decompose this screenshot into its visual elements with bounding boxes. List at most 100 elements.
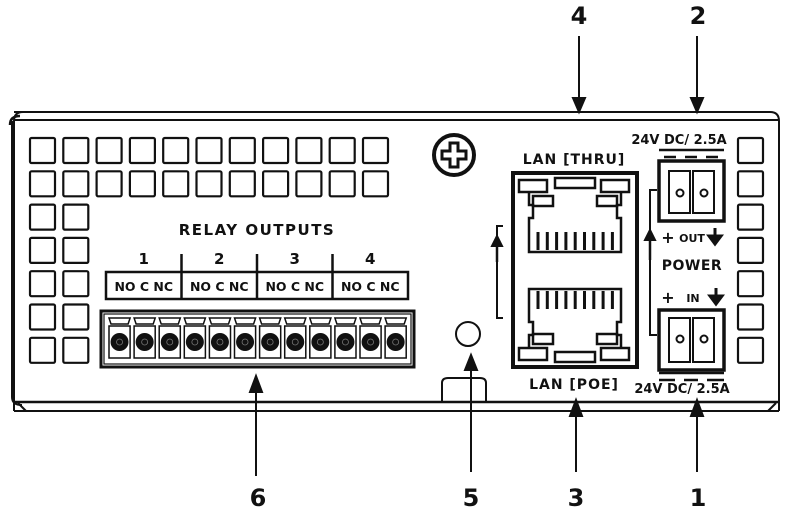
vent-slot <box>262 170 290 198</box>
power-title: POWER <box>662 258 722 274</box>
vent-slot <box>736 303 765 331</box>
power-out-rating: 24V DC/ 2.5A <box>631 133 726 148</box>
vent-slot <box>195 136 223 165</box>
vent-slot <box>128 170 156 198</box>
power-out-dc-symbol <box>659 148 724 159</box>
callout-5: 5 <box>463 484 480 512</box>
callout-2-arrow-icon <box>689 97 705 115</box>
terminal-screw-icon <box>386 333 405 351</box>
relay-channel-number: 2 <box>214 250 224 268</box>
relay-pin-label: NO C NC <box>265 279 324 294</box>
terminal-screw-icon <box>261 333 280 351</box>
terminal-screw-icon <box>110 333 129 351</box>
lan-thru-label: LAN [THRU] <box>523 152 626 168</box>
relay-terminal[interactable] <box>133 317 157 359</box>
relay-channel-number: 1 <box>139 250 149 268</box>
vent-slot <box>328 136 356 165</box>
relay-pin-label: NO C NC <box>114 279 173 294</box>
relay-terminal[interactable] <box>183 317 207 359</box>
relay-terminal[interactable] <box>158 317 182 359</box>
lan-thru-port[interactable] <box>517 176 631 254</box>
terminal-screw-icon <box>236 333 255 351</box>
phillips-screw-icon <box>432 133 476 177</box>
callout-lines <box>248 36 705 476</box>
vent-slot <box>28 236 57 264</box>
vent-slot <box>62 136 90 165</box>
vent-slot <box>62 203 90 231</box>
vent-slot <box>28 336 57 364</box>
vent-slot <box>28 136 57 165</box>
relay-channel-dividers <box>180 254 334 299</box>
vent-slot <box>162 136 190 165</box>
relay-terminal[interactable] <box>107 317 132 359</box>
power-in-label: IN <box>686 292 699 305</box>
vent-slot <box>95 136 123 165</box>
vent-slot <box>262 136 290 165</box>
relay-channel-number: 4 <box>365 250 375 268</box>
vent-slot <box>62 170 90 198</box>
vent-slot <box>736 236 765 264</box>
lan-port-housing <box>511 171 639 369</box>
terminal-screw-icon <box>135 333 154 351</box>
vent-slot <box>736 203 765 231</box>
terminal-screw-icon <box>185 333 204 351</box>
callout-2: 2 <box>690 2 707 30</box>
lan-thru-bracket <box>490 225 504 319</box>
relay-terminal[interactable] <box>384 317 408 359</box>
vent-slot <box>736 136 765 165</box>
vent-slot <box>62 236 90 264</box>
power-bracket <box>643 189 657 336</box>
relay-terminal-block[interactable] <box>99 309 416 369</box>
vent-slot <box>361 170 390 198</box>
callout-6-arrow-icon <box>248 373 264 393</box>
vent-slot <box>195 170 223 198</box>
terminal-screw-icon <box>210 333 229 351</box>
chassis <box>8 111 780 412</box>
power-out-label: OUT <box>679 232 705 245</box>
relay-channel-number: 3 <box>290 250 300 268</box>
callout-3: 3 <box>568 484 585 512</box>
relay-outputs-title: RELAY OUTPUTS <box>179 221 336 239</box>
relay-terminal[interactable] <box>283 317 307 359</box>
vent-slot <box>28 270 57 298</box>
relay-terminal[interactable] <box>333 317 358 359</box>
led-indicator-icon <box>455 321 481 347</box>
terminal-screw-icon <box>311 333 330 351</box>
vent-slot <box>162 170 190 198</box>
vent-slot <box>228 170 256 198</box>
relay-terminal[interactable] <box>308 317 332 359</box>
vent-slot <box>736 336 765 364</box>
vent-slot <box>228 136 256 165</box>
vent-slot <box>736 170 765 198</box>
power-in-rating: 24V DC/ 2.5A <box>634 382 729 397</box>
vent-slot <box>295 136 323 165</box>
relay-pin-label: NO C NC <box>190 279 249 294</box>
callout-4: 4 <box>571 2 588 30</box>
relay-terminal[interactable] <box>258 317 282 359</box>
vent-slot <box>62 270 90 298</box>
power-out-connector[interactable] <box>657 159 726 223</box>
vent-slot <box>28 170 57 198</box>
terminal-screw-icon <box>286 333 305 351</box>
power-out-arrow-icon <box>706 228 724 247</box>
ventilation-grid <box>28 136 390 364</box>
vent-slot <box>128 136 156 165</box>
lan-poe-port[interactable] <box>517 287 631 364</box>
vent-slot <box>736 270 765 298</box>
terminal-screw-icon <box>361 333 380 351</box>
power-in-dc-symbol <box>659 371 724 382</box>
relay-terminal[interactable] <box>208 317 232 359</box>
power-out-plus: + <box>661 228 674 247</box>
vent-slot <box>28 303 57 331</box>
callout-6: 6 <box>250 484 267 512</box>
relay-pin-label: NO C NC <box>341 279 400 294</box>
vent-slot <box>328 170 356 198</box>
terminal-screw-icon <box>336 333 355 351</box>
relay-terminal[interactable] <box>233 317 257 359</box>
power-in-connector[interactable] <box>657 308 726 372</box>
callout-1-arrow-icon <box>689 397 705 417</box>
callout-3-arrow-icon <box>568 397 584 417</box>
relay-terminal[interactable] <box>358 317 383 359</box>
lan-poe-label: LAN [POE] <box>529 377 619 393</box>
vent-slot <box>62 303 90 331</box>
